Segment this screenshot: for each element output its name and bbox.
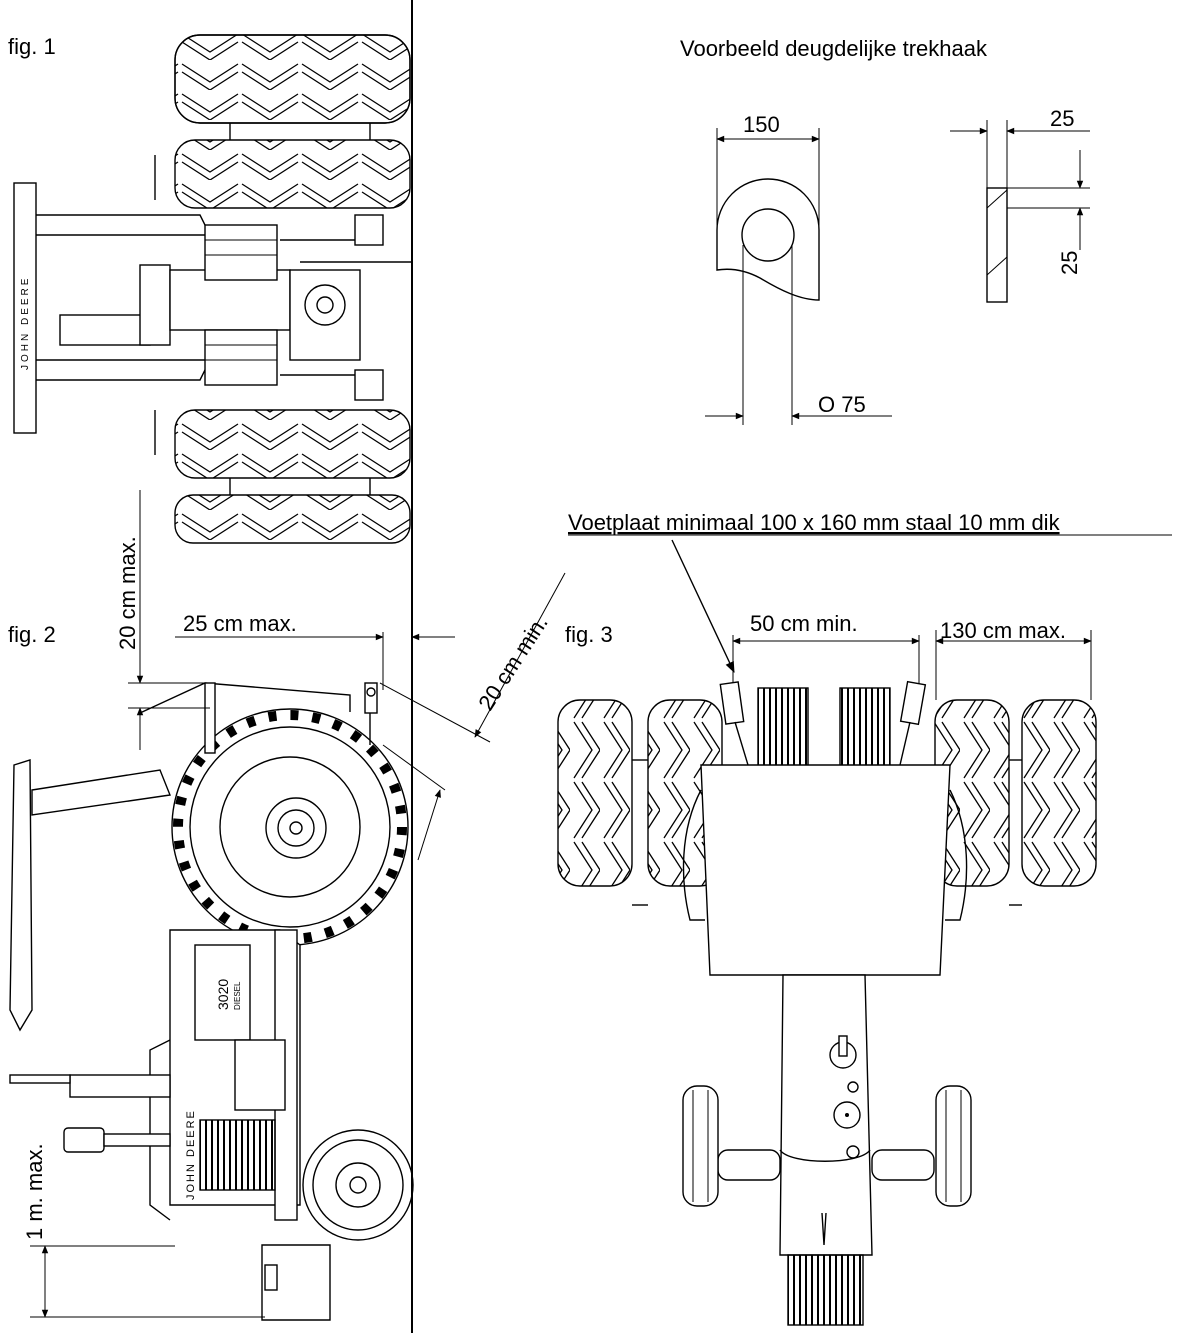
- fig2-label: fig. 2: [8, 622, 56, 647]
- clearance-20-label: 20 cm min.: [473, 611, 553, 715]
- width-50-label: 50 cm min.: [750, 611, 858, 636]
- overhang-25-label: 25 cm max.: [183, 611, 297, 636]
- rear-wheel-lugs: [173, 710, 407, 944]
- fig3-tractor-rear-view: [557, 680, 1097, 1326]
- hook-side-view: [950, 120, 1090, 303]
- dim-25-top-label: 25: [1050, 106, 1074, 131]
- height-1m-label: 1 m. max.: [22, 1143, 47, 1240]
- height-20-label: 20 cm max.: [115, 536, 140, 650]
- fig2-tractor-side-view: 3020 DIESEL JOHN DEERE: [9, 682, 414, 1321]
- model-name-text: DIESEL: [233, 981, 242, 1010]
- brand-side-text: JOHN DEERE: [185, 1109, 197, 1200]
- width-130-label: 130 cm max.: [940, 618, 1066, 643]
- dim-o75-label: O 75: [818, 392, 866, 417]
- fig1-tractor-top-view: JOHN DEERE: [13, 34, 412, 544]
- dim-25-side-label: 25: [1057, 251, 1082, 275]
- hook-front-view: [705, 128, 892, 425]
- model-number-text: 3020: [215, 979, 231, 1010]
- footplate-label: Voetplaat minimaal 100 x 160 mm staal 10…: [568, 510, 1061, 535]
- dim-150-label: 150: [743, 112, 780, 137]
- brand-front-text: JOHN DEERE: [20, 276, 31, 370]
- fig1-label: fig. 1: [8, 34, 56, 59]
- fig3-label: fig. 3: [565, 622, 613, 647]
- hook-title: Voorbeeld deugdelijke trekhaak: [680, 36, 988, 61]
